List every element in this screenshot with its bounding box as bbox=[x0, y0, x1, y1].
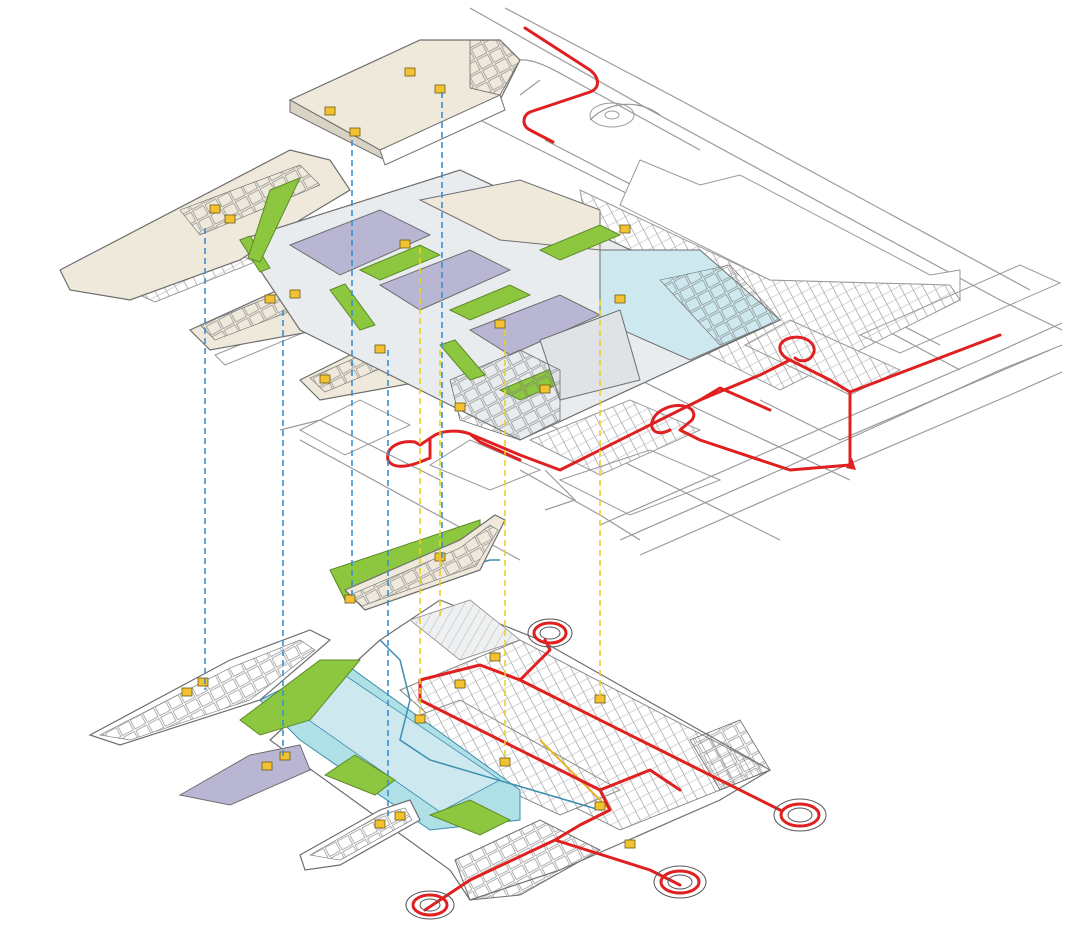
upper-green-strips bbox=[239, 177, 486, 381]
lower-circulation-route bbox=[418, 638, 782, 912]
lower-building-wings bbox=[88, 514, 506, 871]
lower-green-courts bbox=[239, 519, 512, 836]
upper-surface-parking bbox=[138, 102, 1062, 516]
yellow-dashed-connectors bbox=[419, 248, 601, 760]
upper-central-complex bbox=[239, 169, 782, 441]
lower-ramp-loops-red bbox=[411, 621, 821, 917]
blue-dashed-connectors bbox=[204, 92, 443, 820]
upper-circulation-route bbox=[386, 26, 1002, 472]
lower-vertical-cores bbox=[181, 552, 636, 849]
upper-building-north-block bbox=[288, 39, 521, 166]
route-arrowhead bbox=[846, 458, 856, 470]
upper-vertical-cores bbox=[209, 67, 631, 412]
lower-ramp-loops bbox=[405, 618, 827, 920]
